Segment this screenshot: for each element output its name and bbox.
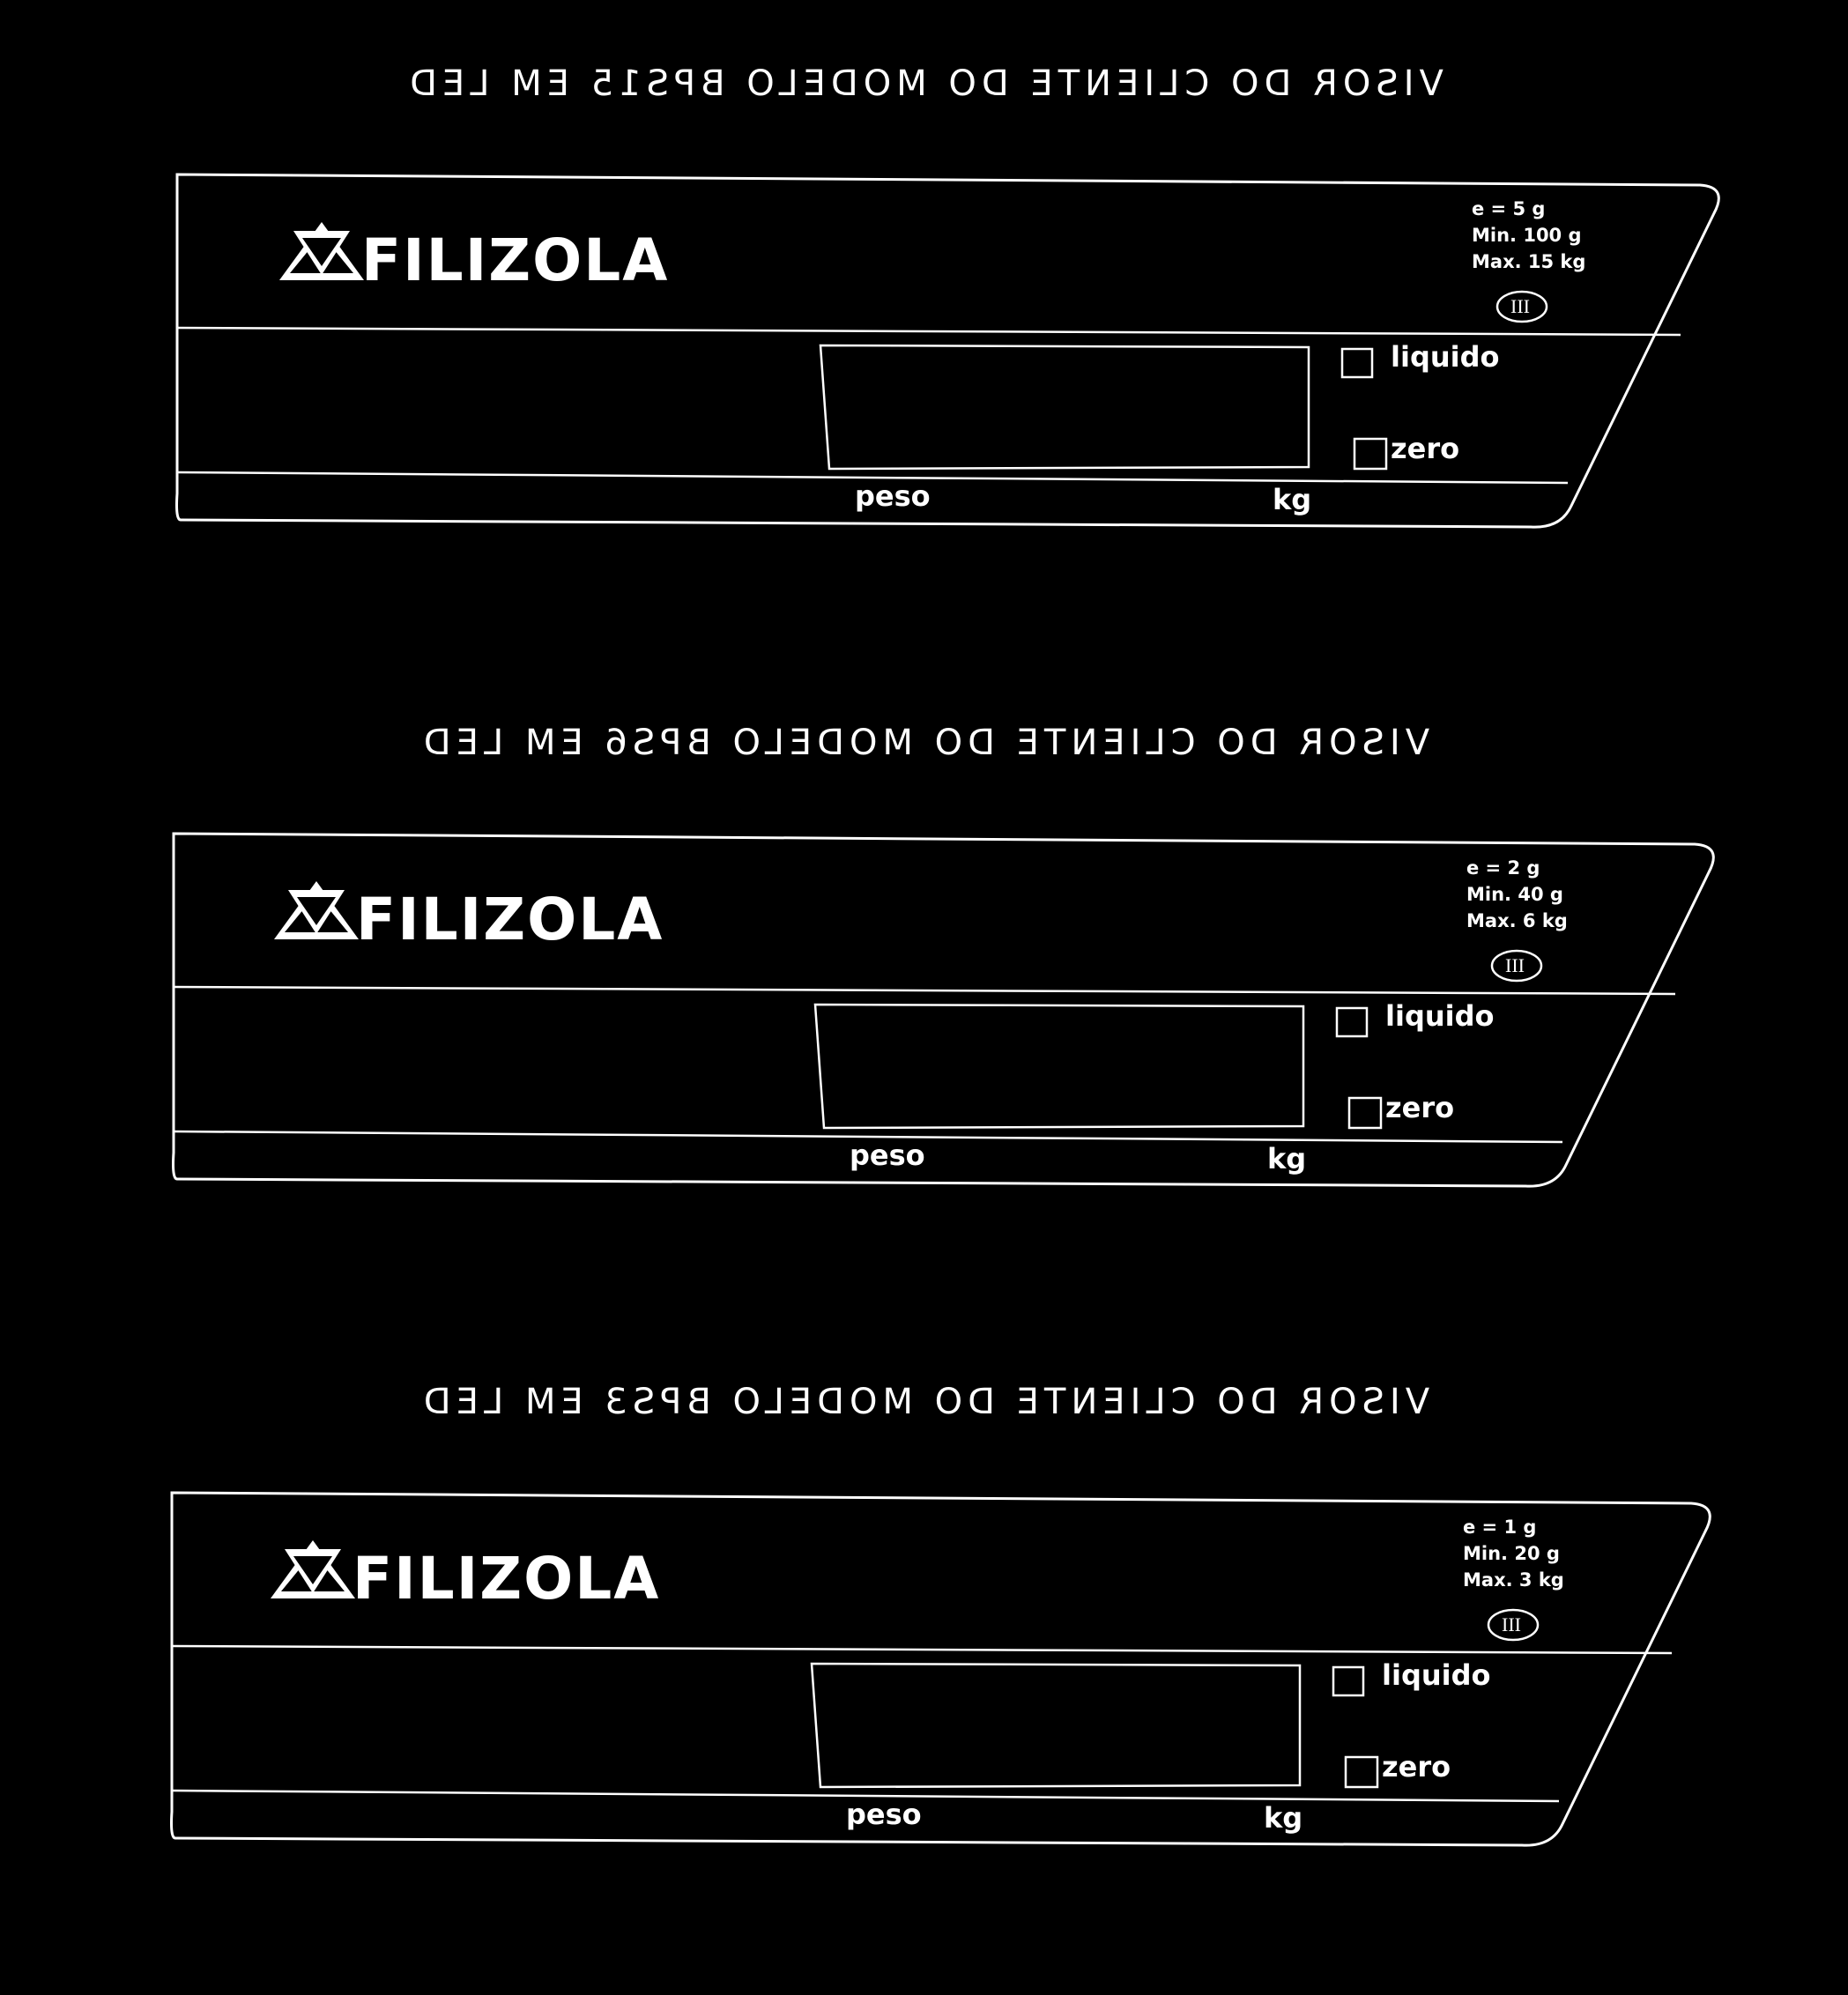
label-kg: kg xyxy=(1264,1801,1303,1835)
housing-outline xyxy=(175,173,1720,529)
spec-min: Min. 40 g xyxy=(1466,884,1563,905)
divider-top xyxy=(171,1644,1673,1655)
label-zero: zero xyxy=(1391,432,1459,465)
brand-logo: FILIZOLA xyxy=(353,1545,660,1613)
panel-bps3: VISOR DO CLIENTE DO MODELO BPS3 EM LED F… xyxy=(0,1318,1848,1953)
divider-bottom xyxy=(173,1130,1563,1144)
label-peso: peso xyxy=(855,479,931,513)
liquido-indicator xyxy=(1335,1006,1369,1038)
panel-bps6: VISOR DO CLIENTE DO MODELO BPS6 EM LED F… xyxy=(0,659,1848,1294)
label-liquido: liquido xyxy=(1391,340,1499,374)
spec-e: e = 5 g xyxy=(1472,198,1545,219)
label-zero: zero xyxy=(1385,1091,1454,1124)
filizola-logo-icon xyxy=(274,881,359,939)
zero-indicator xyxy=(1347,1096,1383,1130)
panel-text-layer: FILIZOLA e = 5 g Min. 100 g Max. 15 kg I… xyxy=(361,198,1585,516)
zero-indicator xyxy=(1344,1755,1379,1789)
filizola-logo-icon xyxy=(279,222,364,280)
class-mark-oval xyxy=(1487,1608,1540,1642)
spec-max: Max. 15 kg xyxy=(1472,251,1585,272)
led-window xyxy=(813,1003,1305,1130)
label-zero: zero xyxy=(1382,1750,1451,1784)
filizola-logo-icon xyxy=(271,1540,355,1598)
led-window xyxy=(819,344,1310,471)
liquido-indicator xyxy=(1340,347,1374,379)
divider-bottom xyxy=(176,471,1569,485)
housing-outline xyxy=(172,832,1715,1188)
liquido-indicator xyxy=(1332,1665,1365,1697)
class-mark: III xyxy=(1505,954,1525,976)
label-peso: peso xyxy=(846,1798,922,1831)
label-kg: kg xyxy=(1267,1142,1306,1175)
brand-logo: FILIZOLA xyxy=(356,886,664,953)
label-liquido: liquido xyxy=(1382,1658,1490,1692)
spec-min: Min. 20 g xyxy=(1463,1543,1560,1564)
panel-bps15: VISOR DO CLIENTE DO MODELO BPS15 EM LED xyxy=(0,0,1848,634)
spec-e: e = 1 g xyxy=(1463,1517,1536,1538)
led-window xyxy=(810,1662,1302,1789)
class-mark-oval xyxy=(1490,949,1543,983)
spec-max: Max. 3 kg xyxy=(1463,1569,1564,1591)
display-outline xyxy=(172,832,1715,1188)
spec-e: e = 2 g xyxy=(1466,857,1540,879)
display-outline xyxy=(170,1491,1711,1847)
zero-indicator xyxy=(1353,437,1388,471)
spec-min: Min. 100 g xyxy=(1472,225,1582,246)
label-liquido: liquido xyxy=(1385,999,1494,1033)
brand-logo: FILIZOLA xyxy=(361,226,669,294)
divider-top xyxy=(173,985,1676,996)
spec-max: Max. 6 kg xyxy=(1466,910,1568,931)
class-mark: III xyxy=(1510,295,1530,317)
display-outline xyxy=(175,173,1720,529)
divider-bottom xyxy=(171,1789,1560,1803)
divider-top xyxy=(176,326,1681,337)
class-mark: III xyxy=(1502,1613,1521,1635)
panel-text-layer: FILIZOLA e = 2 g Min. 40 g Max. 6 kg III… xyxy=(356,857,1568,1175)
panel-text-layer: FILIZOLA e = 1 g Min. 20 g Max. 3 kg III… xyxy=(353,1517,1564,1835)
label-peso: peso xyxy=(850,1138,925,1172)
class-mark-oval xyxy=(1495,290,1548,323)
housing-outline xyxy=(170,1491,1711,1847)
label-kg: kg xyxy=(1273,483,1311,516)
